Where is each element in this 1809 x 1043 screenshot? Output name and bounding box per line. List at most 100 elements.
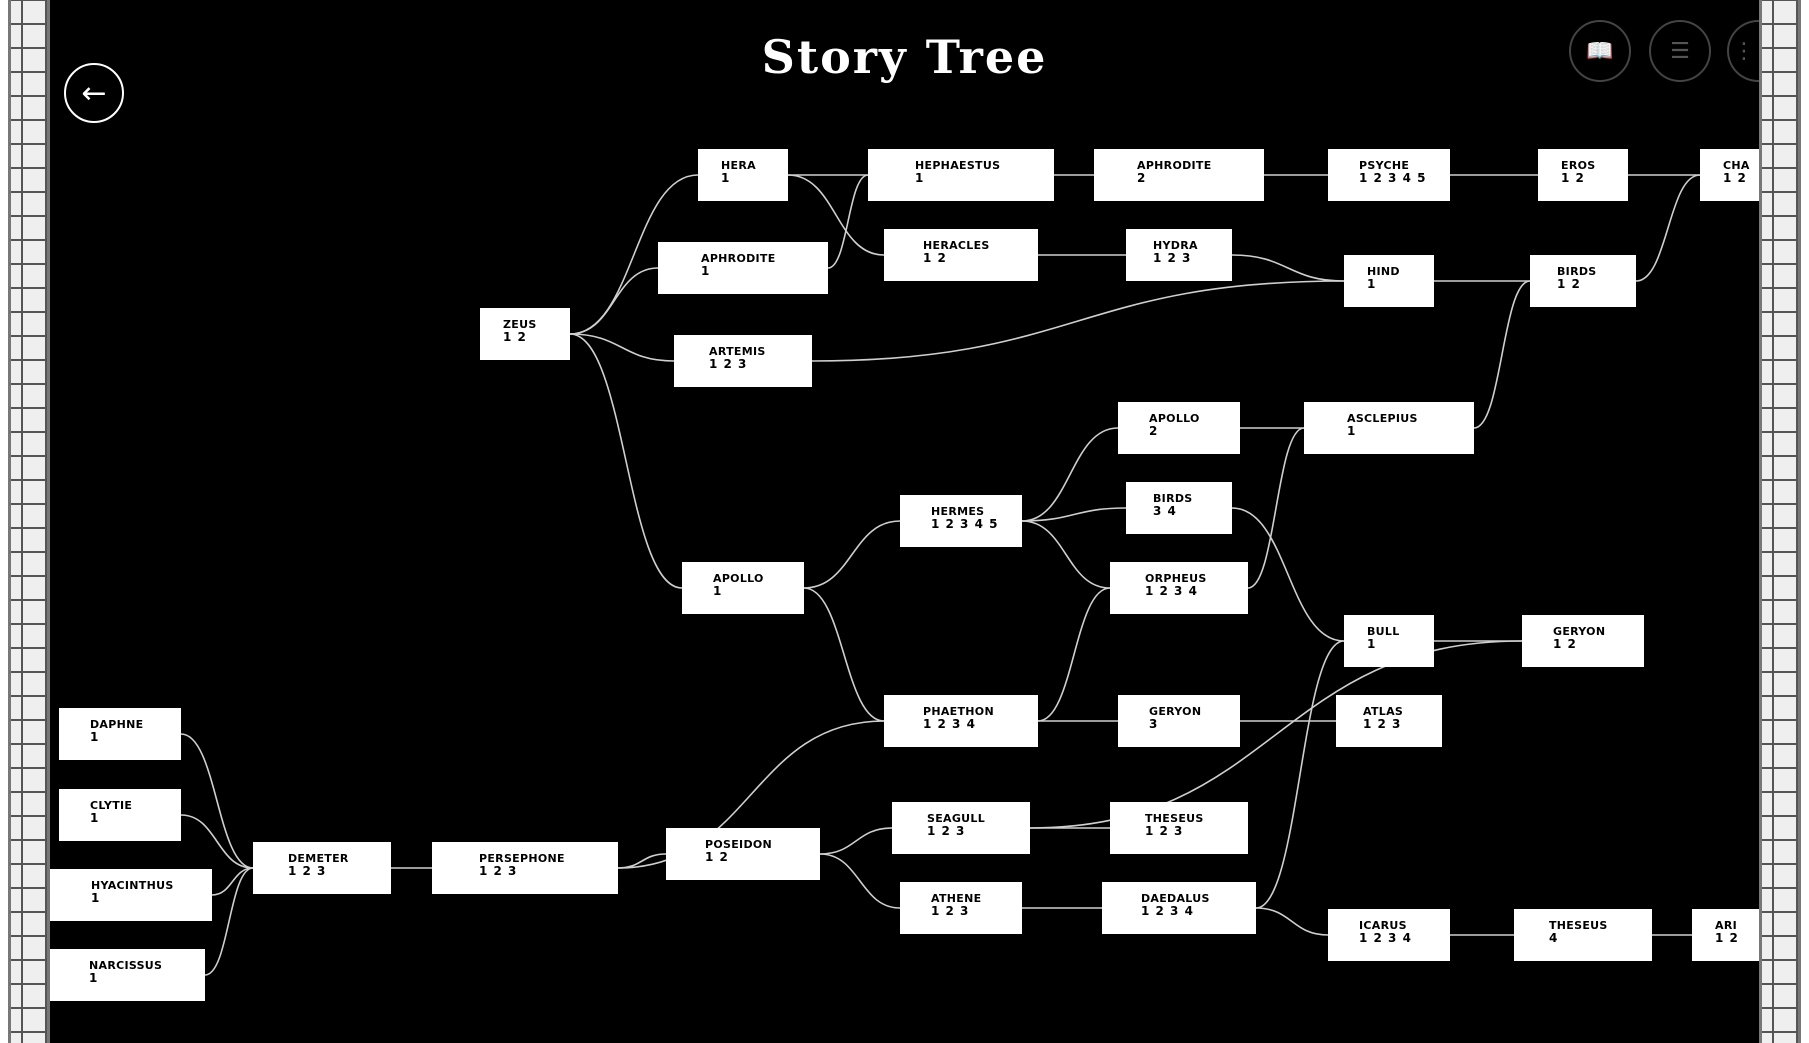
story-node-phaethon[interactable]: Phaethon1 2 3 4	[884, 695, 1038, 747]
story-node-name: Geryon	[1149, 705, 1202, 718]
story-node-chapters: 3 4	[1153, 504, 1177, 518]
story-tree-canvas[interactable]: Hera1Hephaestus1Aphrodite2Psyche1 2 3 4 …	[50, 0, 1759, 1043]
story-node-name: Hydra	[1153, 239, 1198, 252]
story-node-cha[interactable]: Cha1 2	[1700, 149, 1759, 201]
edge-hera-heracles	[787, 174, 885, 256]
story-node-name: Birds	[1153, 492, 1193, 505]
story-node-name: Hind	[1367, 265, 1400, 278]
story-node-aphrodite1[interactable]: Aphrodite1	[658, 242, 828, 294]
story-node-name: Clytie	[90, 799, 133, 812]
story-node-hera[interactable]: Hera1	[698, 149, 788, 201]
story-node-zeus[interactable]: Zeus1 2	[480, 308, 570, 360]
list-icon: ☰	[1670, 38, 1690, 64]
story-node-daphne[interactable]: Daphne1	[59, 708, 181, 760]
story-node-chapters: 2	[1137, 171, 1147, 185]
story-node-name: Poseidon	[705, 838, 773, 851]
edge-birds12-cha	[1635, 174, 1701, 282]
story-node-hind[interactable]: Hind1	[1344, 255, 1434, 307]
page-title: Story Tree	[761, 30, 1048, 84]
story-node-theseus4[interactable]: Theseus4	[1514, 909, 1652, 961]
story-node-chapters: 1 2 3	[479, 864, 518, 878]
story-node-chapters: 1 2 3 4	[923, 717, 976, 731]
story-node-name: Hyacinthus	[91, 879, 174, 892]
story-node-icarus[interactable]: Icarus1 2 3 4	[1328, 909, 1450, 961]
story-node-name: Hermes	[931, 505, 985, 518]
story-node-name: Persephone	[479, 852, 565, 865]
story-node-chapters: 1	[1347, 424, 1357, 438]
story-node-name: Birds	[1557, 265, 1597, 278]
story-node-chapters: 2	[1149, 424, 1159, 438]
story-node-persephone[interactable]: Persephone1 2 3	[432, 842, 618, 894]
story-node-name: Asclepius	[1347, 412, 1418, 425]
story-node-seagull[interactable]: Seagull1 2 3	[892, 802, 1030, 854]
edge-zeus-aphrodite1	[569, 267, 659, 335]
story-node-hephaestus[interactable]: Hephaestus1	[868, 149, 1054, 201]
story-node-name: Aphrodite	[1137, 159, 1212, 172]
story-node-chapters: 1 2 3	[288, 864, 327, 878]
story-node-birds12[interactable]: Birds1 2	[1530, 255, 1636, 307]
edge-aphrodite1-hephaestus	[827, 174, 869, 269]
story-node-hydra[interactable]: Hydra1 2 3	[1126, 229, 1232, 281]
story-node-apollo2[interactable]: Apollo2	[1118, 402, 1240, 454]
story-node-chapters: 1	[713, 584, 723, 598]
story-node-heracles[interactable]: Heracles1 2	[884, 229, 1038, 281]
story-node-chapters: 1 2	[705, 850, 729, 864]
story-node-name: Demeter	[288, 852, 349, 865]
story-node-poseidon[interactable]: Poseidon1 2	[666, 828, 820, 880]
story-node-chapters: 1 2 3 4 5	[1359, 171, 1427, 185]
story-node-athene[interactable]: Athene1 2 3	[900, 882, 1022, 934]
story-node-daedalus[interactable]: Daedalus1 2 3 4	[1102, 882, 1256, 934]
story-node-geryon3[interactable]: Geryon3	[1118, 695, 1240, 747]
story-node-birds34[interactable]: Birds3 4	[1126, 482, 1232, 534]
story-node-chapters: 1 2 3 4	[1145, 584, 1198, 598]
edge-poseidon-athene	[819, 853, 901, 909]
story-node-name: Zeus	[503, 318, 537, 331]
edge-phaethon-orpheus	[1037, 587, 1111, 722]
story-node-ari[interactable]: Ari1 2	[1692, 909, 1759, 961]
edge-clytie-demeter	[180, 814, 254, 869]
story-node-name: Theseus	[1549, 919, 1608, 932]
edge-hermes-birds34	[1021, 507, 1127, 522]
edge-birds34-bull	[1231, 507, 1345, 642]
story-node-chapters: 1 2 3	[1145, 824, 1184, 838]
story-node-hyacinthus[interactable]: Hyacinthus1	[50, 869, 212, 921]
story-node-clytie[interactable]: Clytie1	[59, 789, 181, 841]
story-node-demeter[interactable]: Demeter1 2 3	[253, 842, 391, 894]
back-button[interactable]: ←	[64, 63, 124, 123]
book-button[interactable]: 📖	[1569, 20, 1631, 82]
story-node-psyche[interactable]: Psyche1 2 3 4 5	[1328, 149, 1450, 201]
story-node-chapters: 1 2	[1715, 931, 1739, 945]
story-node-narcissus[interactable]: Narcissus1	[50, 949, 205, 1001]
story-node-chapters: 1	[1367, 637, 1377, 651]
story-node-hermes[interactable]: Hermes1 2 3 4 5	[900, 495, 1022, 547]
story-node-theseus123[interactable]: Theseus1 2 3	[1110, 802, 1248, 854]
story-node-name: Theseus	[1145, 812, 1204, 825]
story-node-chapters: 3	[1149, 717, 1159, 731]
story-node-asclepius[interactable]: Asclepius1	[1304, 402, 1474, 454]
edge-artemis-hind	[811, 280, 1345, 362]
story-node-artemis[interactable]: Artemis1 2 3	[674, 335, 812, 387]
story-node-orpheus[interactable]: Orpheus1 2 3 4	[1110, 562, 1248, 614]
story-node-chapters: 1	[90, 811, 100, 825]
story-node-geryon12[interactable]: Geryon1 2	[1522, 615, 1644, 667]
edge-apollo1-hermes	[803, 520, 901, 589]
story-node-chapters: 1	[1367, 277, 1377, 291]
story-node-bull[interactable]: Bull1	[1344, 615, 1434, 667]
story-node-name: Atlas	[1363, 705, 1404, 718]
story-node-chapters: 4	[1549, 931, 1559, 945]
story-node-name: Apollo	[713, 572, 764, 585]
story-node-name: Apollo	[1149, 412, 1200, 425]
story-node-atlas[interactable]: Atlas1 2 3	[1336, 695, 1442, 747]
story-node-name: Psyche	[1359, 159, 1410, 172]
edge-hermes-orpheus	[1021, 520, 1111, 589]
edge-daedalus-bull	[1255, 640, 1345, 909]
story-node-chapters: 1 2	[1557, 277, 1581, 291]
story-node-aphrodite2[interactable]: Aphrodite2	[1094, 149, 1264, 201]
story-node-chapters: 1 2 3 4	[1141, 904, 1194, 918]
story-node-apollo1[interactable]: Apollo1	[682, 562, 804, 614]
list-button[interactable]: ☰	[1649, 20, 1711, 82]
window-edge-right	[1801, 0, 1809, 1043]
story-node-eros[interactable]: Eros1 2	[1538, 149, 1628, 201]
edge-asclepius-birds12	[1473, 280, 1531, 429]
edge-daedalus-icarus	[1255, 907, 1329, 936]
